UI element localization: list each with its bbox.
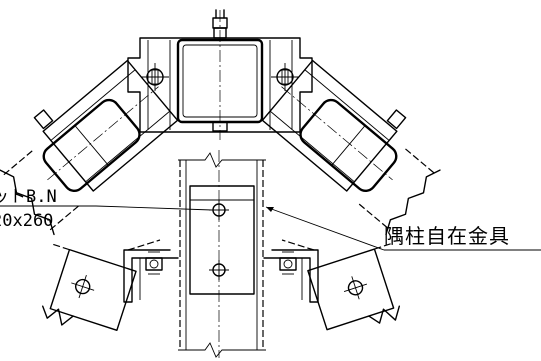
right-leader-arrow (266, 207, 274, 212)
top-bracket (127, 9, 313, 140)
hardware-callout: 隅柱自在金具 (384, 224, 510, 248)
top-right-arm (261, 59, 441, 236)
bolt-callout-line1: ットB.N (0, 187, 57, 207)
left-leader (95, 205, 213, 211)
leader-lines (0, 205, 541, 251)
bottom-left-bracket (41, 239, 179, 331)
right-leader (265, 206, 385, 251)
bottom-right-bracket (263, 239, 401, 331)
bottom-post (178, 150, 266, 358)
bolt-callout-line2: 20x260 (0, 211, 54, 231)
